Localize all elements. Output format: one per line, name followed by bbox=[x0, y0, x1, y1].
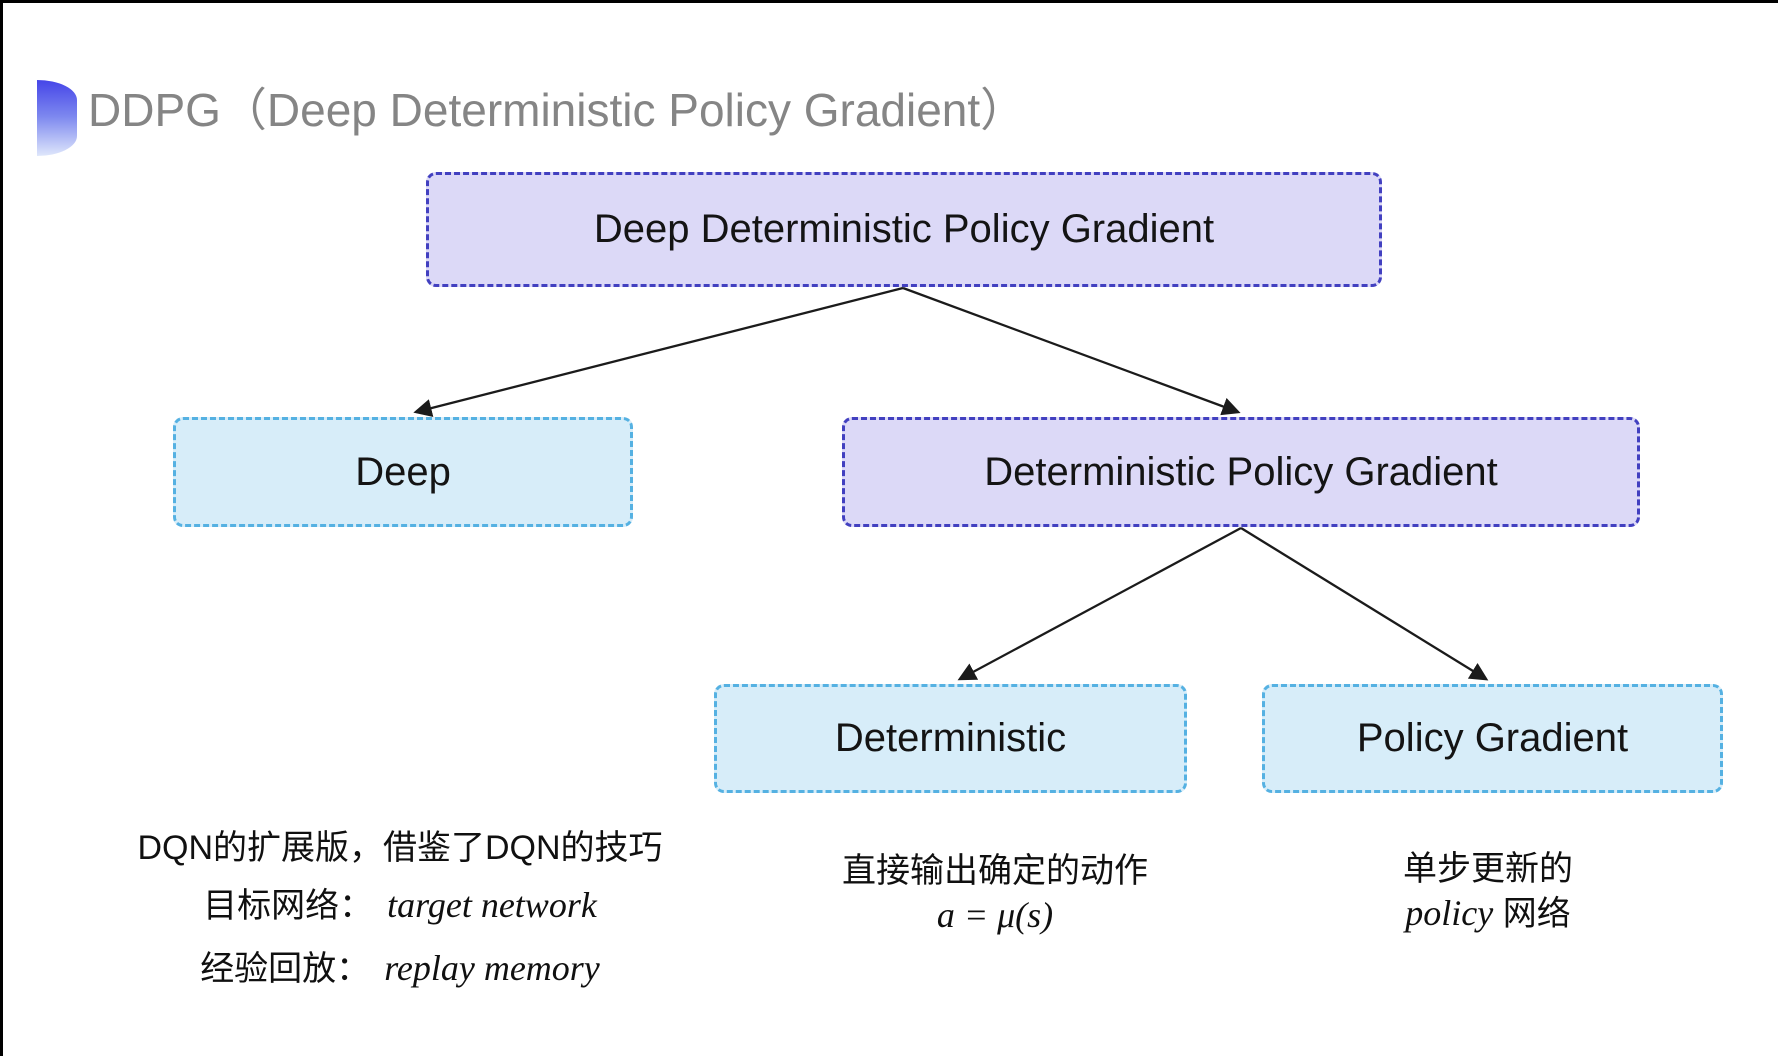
note-deep-line3-label: 经验回放： bbox=[200, 949, 371, 988]
edge-ddpg-to-deep bbox=[413, 286, 904, 418]
edge-dpg-to-deterministic bbox=[957, 526, 1242, 681]
note-deep: DQN的扩展版，借鉴了DQN的技巧 目标网络： target network 经验… bbox=[100, 826, 700, 992]
note-deep-line2-term: target network bbox=[387, 885, 597, 926]
node-label: Deterministic bbox=[834, 716, 1067, 760]
node-label: Deep bbox=[355, 449, 451, 494]
note-deep-line2: 目标网络： target network bbox=[100, 882, 700, 929]
note-policy-gradient-suffix: 网络 bbox=[1493, 894, 1571, 933]
note-deterministic-line1: 直接输出确定的动作 bbox=[842, 852, 1148, 890]
node-label: Policy Gradient bbox=[1356, 716, 1629, 760]
node-deterministic: Deterministic bbox=[714, 684, 1187, 793]
note-policy-gradient-line1: 单步更新的 bbox=[1403, 850, 1573, 888]
note-policy-gradient-line2: policy 网络 bbox=[1263, 891, 1713, 936]
note-policy-gradient: 单步更新的 policy 网络 bbox=[1263, 848, 1713, 936]
node-deterministic-policy-gradient: Deterministic Policy Gradient bbox=[842, 417, 1640, 527]
page-title: DDPG（Deep Deterministic Policy Gradient） bbox=[88, 84, 1027, 136]
edge-dpg-to-policy-gradient bbox=[1240, 527, 1489, 681]
note-policy-gradient-term: policy bbox=[1405, 892, 1494, 933]
note-deep-line3: 经验回放： replay memory bbox=[100, 945, 700, 992]
note-deep-line3-term: replay memory bbox=[384, 947, 600, 988]
title-bullet-icon bbox=[37, 80, 77, 156]
node-deep: Deep bbox=[173, 417, 633, 527]
node-label: Deep Deterministic Policy Gradient bbox=[593, 207, 1215, 251]
left-border-line bbox=[0, 0, 3, 1056]
node-policy-gradient: Policy Gradient bbox=[1262, 684, 1723, 793]
note-deterministic: 直接输出确定的动作 a = μ(s) bbox=[770, 850, 1220, 938]
node-deep-deterministic-policy-gradient: Deep Deterministic Policy Gradient bbox=[426, 172, 1382, 287]
note-deterministic-formula: a = μ(s) bbox=[936, 894, 1054, 935]
node-label: Deterministic Policy Gradient bbox=[984, 449, 1498, 494]
top-border-line bbox=[0, 0, 1778, 3]
note-deep-line2-label: 目标网络： bbox=[203, 887, 374, 926]
note-deep-line1: DQN的扩展版，借鉴了DQN的技巧 bbox=[137, 829, 663, 867]
edge-ddpg-to-dpg bbox=[902, 286, 1241, 416]
